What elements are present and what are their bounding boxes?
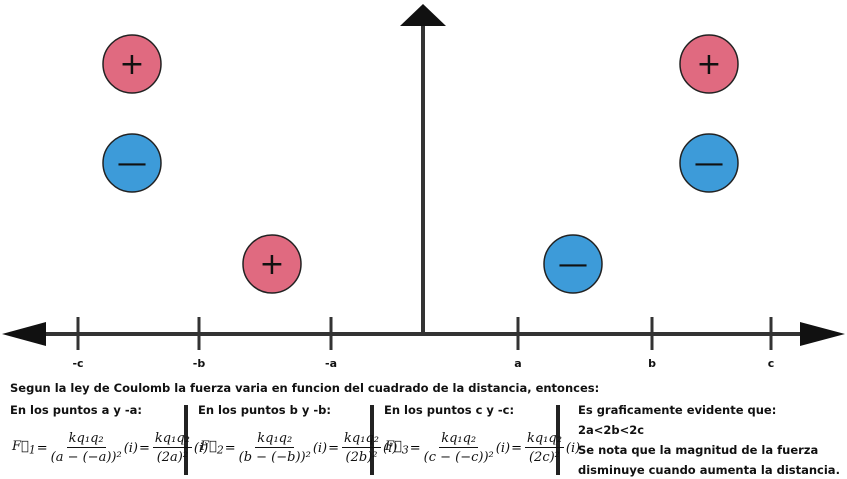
numerator: kq₁q₂ <box>152 431 192 448</box>
negative-charge: — <box>102 133 162 193</box>
separator-1 <box>184 405 188 475</box>
positive-charge: + <box>242 234 302 294</box>
denominator: (c − (−c))² <box>423 450 494 465</box>
positive-charge: + <box>102 34 162 94</box>
charge-circle <box>543 234 603 294</box>
unit-vector: (i) <box>565 440 581 456</box>
force-symbol: F⃗2 <box>200 439 224 457</box>
numerator: kq₁q₂ <box>66 431 106 448</box>
conclusion-heading: Es graficamente evidente que: <box>578 403 777 417</box>
minus-sign: — <box>694 146 724 181</box>
negative-charge: — <box>543 234 603 294</box>
unit-vector: (i) <box>312 440 328 456</box>
positive-charge: + <box>679 34 739 94</box>
charge-circle <box>242 234 302 294</box>
minus-sign: — <box>558 247 588 282</box>
charge-circle <box>679 133 739 193</box>
x-axis-right-arrow <box>800 322 845 346</box>
denominator: (2b)² <box>345 450 378 465</box>
numerator: kq₁q₂ <box>439 431 479 448</box>
force-symbol: F⃗1 <box>12 439 36 457</box>
denominator: (b − (−b))² <box>238 450 311 465</box>
force-symbol: F⃗3 <box>385 439 409 457</box>
equation-3: F⃗3 = kq₁q₂(c − (−c))² (i) = kq₁q₂(2c)² … <box>385 431 581 465</box>
inequality-text: 2a<2b<2c <box>578 423 645 437</box>
tick-label--b: -b <box>193 357 206 370</box>
axis-ticks: -c -b -a a b c <box>72 317 774 370</box>
equation-2: F⃗2 = kq₁q₂(b − (−b))² (i) = kq₁q₂(2b)² … <box>200 431 398 465</box>
unit-vector: (i) <box>383 440 398 456</box>
tick-label-a: a <box>514 357 521 370</box>
tick-label--c: -c <box>72 357 83 370</box>
denominator: (2a)² <box>156 450 189 465</box>
numerator: kq₁q₂ <box>524 431 564 448</box>
y-axis-up-arrow <box>400 4 446 26</box>
x-axis-left-arrow <box>2 322 46 346</box>
charge-circle <box>102 34 162 94</box>
tick-label-b: b <box>648 357 656 370</box>
charge-circle <box>102 133 162 193</box>
conclusion-line-2: disminuye cuando aumenta la distancia. <box>578 463 840 477</box>
unit-vector: (i) <box>123 440 138 456</box>
col1-heading: En los puntos a y -a: <box>10 403 142 417</box>
minus-sign: — <box>117 146 147 181</box>
col3-heading: En los puntos c y -c: <box>384 403 515 417</box>
numerator: kq₁q₂ <box>342 431 381 448</box>
separator-3 <box>556 405 560 475</box>
tick-label-c: c <box>768 357 775 370</box>
negative-charge: — <box>679 133 739 193</box>
denominator: (2c)² <box>528 450 560 465</box>
separator-2 <box>370 405 374 475</box>
plus-sign: + <box>259 247 284 282</box>
numerator: kq₁q₂ <box>255 431 295 448</box>
denominator: (a − (−a))² <box>50 450 122 465</box>
coulomb-diagram: -c -b -a a b c + — + — + — <box>2 4 845 370</box>
equation-1: F⃗1 = kq₁q₂(a − (−a))² (i) = kq₁q₂(2a)² … <box>12 431 209 465</box>
unit-vector: (i) <box>193 440 209 456</box>
charge-circle <box>679 34 739 94</box>
tick-label--a: -a <box>325 357 337 370</box>
plus-sign: + <box>119 47 144 82</box>
charges: + — + — + — <box>102 34 739 294</box>
conclusion-line-1: Se nota que la magnitud de la fuerza <box>578 443 819 457</box>
intro-text: Segun la ley de Coulomb la fuerza varia … <box>10 381 600 395</box>
unit-vector: (i) <box>495 440 511 456</box>
plus-sign: + <box>696 47 721 82</box>
col2-heading: En los puntos b y -b: <box>198 403 331 417</box>
